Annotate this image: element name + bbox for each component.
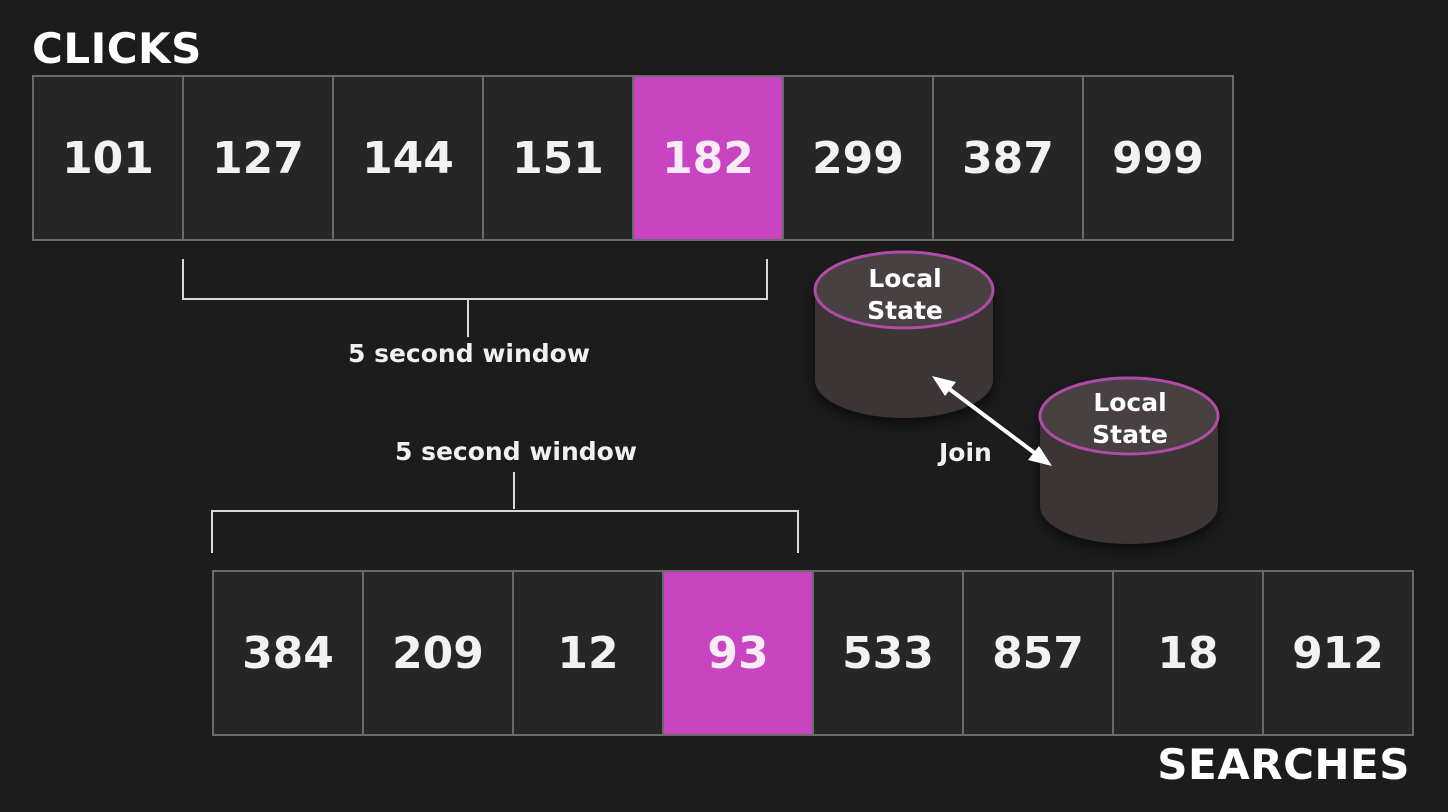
local-state-2-label: Local State — [1040, 387, 1220, 451]
clicks-event-cell: 999 — [1084, 77, 1234, 239]
clicks-event-cell-highlighted: 182 — [634, 77, 784, 239]
clicks-window-bracket — [182, 259, 768, 337]
searches-event-cell: 533 — [814, 572, 964, 734]
searches-event-cell: 857 — [964, 572, 1114, 734]
clicks-event-cell: 299 — [784, 77, 934, 239]
join-label: Join — [939, 438, 992, 467]
searches-stream-title: SEARCHES — [1157, 740, 1410, 789]
searches-event-cell: 18 — [1114, 572, 1264, 734]
searches-event-cell: 384 — [214, 572, 364, 734]
local-state-2-line1: Local — [1093, 388, 1167, 417]
clicks-stream-title: CLICKS — [32, 24, 202, 73]
clicks-event-cell: 151 — [484, 77, 634, 239]
clicks-event-cell: 101 — [34, 77, 184, 239]
searches-event-cell: 912 — [1264, 572, 1414, 734]
clicks-stream: 101 127 144 151 182 299 387 999 — [32, 75, 1234, 241]
local-state-2-line2: State — [1092, 420, 1168, 449]
clicks-event-cell: 387 — [934, 77, 1084, 239]
searches-event-cell: 209 — [364, 572, 514, 734]
clicks-event-cell: 127 — [184, 77, 334, 239]
searches-stream: 384 209 12 93 533 857 18 912 — [212, 570, 1414, 736]
clicks-window-label: 5 second window — [348, 339, 590, 368]
local-state-1-line1: Local — [868, 264, 942, 293]
searches-event-cell: 12 — [514, 572, 664, 734]
searches-window-bracket — [211, 472, 799, 553]
searches-window-label: 5 second window — [395, 437, 637, 466]
local-state-1-label: Local State — [815, 263, 995, 327]
searches-event-cell-highlighted: 93 — [664, 572, 814, 734]
local-state-1-line2: State — [867, 296, 943, 325]
clicks-event-cell: 144 — [334, 77, 484, 239]
